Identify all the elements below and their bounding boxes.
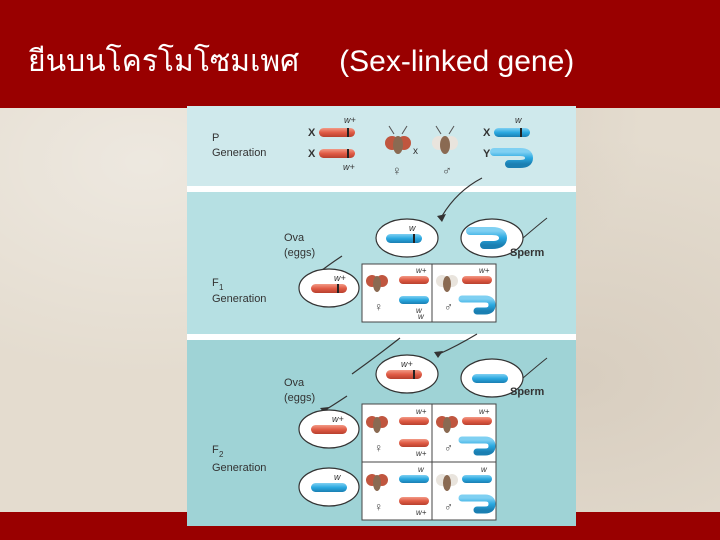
ova2-allele: w+ (401, 359, 413, 369)
f2-label: F (212, 444, 219, 456)
f2-cell-1-chromosome-1 (399, 417, 429, 425)
ova2-label: Ova (284, 377, 305, 389)
arrowhead (437, 214, 446, 222)
p-male-y-chromosome (490, 148, 534, 168)
f1-male-allele: w (418, 312, 425, 321)
p-label: P (212, 132, 219, 144)
p-x-label-2: X (308, 148, 316, 160)
sex-linked-inheritance-figure: P Generation X X w+ w+ x ♀ ♂ X Y w Ova (… (187, 106, 576, 526)
f2-cell-3-chromosome-2 (399, 497, 429, 505)
f1-male-x-chromosome (462, 276, 492, 284)
f2-cell-2-male-symbol: ♂ (444, 441, 453, 455)
p-x-label: X (308, 127, 316, 139)
f2-cell-4-x-chromosome (462, 475, 492, 483)
p-male-fly-icon (432, 125, 458, 154)
p-female-fly-icon (385, 125, 411, 154)
sperm2-chromosome (472, 374, 508, 383)
f2-cell-1-fly-icon (366, 416, 388, 433)
f1-subscript: 1 (219, 283, 224, 292)
p-male-allele: w (515, 115, 522, 125)
f2-cell-2-x-chromosome (462, 417, 492, 425)
ova2-eggs-label: (eggs) (284, 392, 315, 404)
p-x-label-3: X (483, 127, 491, 139)
f1-female-chromosome-1 (399, 276, 429, 284)
ova2-x-chromosome (386, 370, 422, 379)
f2-cell-1-chromosome-2 (399, 439, 429, 447)
f1-sperm-allele: w+ (479, 266, 490, 275)
p-male-symbol: ♂ (442, 163, 452, 178)
centromere (520, 128, 522, 137)
f1-female-allele-top: w+ (416, 266, 427, 275)
f2-cell-3-allele-bottom: w+ (416, 508, 427, 517)
ova1-label: Ova (284, 232, 305, 244)
title-thai: ยีนบนโครโมโซมเพศ (28, 44, 300, 79)
p-female-x-chromosome-1 (319, 128, 355, 137)
sperm1-label: Sperm (510, 247, 544, 259)
sperm2-tail (522, 357, 548, 379)
p-female-x-chromosome-2 (319, 149, 355, 158)
f2-generation-label: Generation (212, 462, 266, 474)
title-english: (Sex-linked gene) (339, 45, 575, 78)
f1-male-fly-icon (436, 275, 458, 292)
f1-male-symbol: ♂ (444, 300, 453, 314)
f2-cell-4-male-symbol: ♂ (444, 500, 453, 514)
ova1-x-chromosome (386, 234, 422, 243)
f1-label: F (212, 277, 219, 289)
f1-female-to-ova-arrow (351, 337, 401, 375)
inheritance-diagram: P Generation X X w+ w+ x ♀ ♂ X Y w Ova (… (187, 106, 576, 526)
f1-female-symbol: ♀ (374, 300, 383, 314)
f2-egg-2-allele: w (334, 472, 341, 482)
f2-cell-1-allele-bottom: w+ (416, 449, 427, 458)
f1-female-chromosome-2 (399, 296, 429, 304)
f2-cell-3-allele-top: w (418, 465, 425, 474)
p-cross-symbol: x (413, 146, 418, 157)
f2-egg-1-allele: w+ (332, 414, 344, 424)
title-bar: ยีนบนโครโมโซมเพศ (Sex-linked gene) (0, 0, 720, 108)
f2-egg-1-chromosome (311, 425, 347, 434)
f2-cell-1-allele-top: w+ (416, 407, 427, 416)
f2-cell-2-fly-icon (436, 416, 458, 433)
sperm1-y-chromosome (466, 227, 508, 249)
f1-egg-allele: w+ (334, 273, 346, 283)
f1-egg-x-chromosome (311, 284, 347, 293)
slide-title: ยีนบนโครโมโซมเพศ (Sex-linked gene) (28, 38, 574, 85)
f2-cell-2-y-chromosome (458, 436, 496, 456)
f2-cell-1-female-symbol: ♀ (374, 441, 383, 455)
f2-cell-4-y-chromosome (458, 494, 496, 514)
sperm1-tail (522, 217, 548, 239)
f2-cell-4-allele: w (481, 465, 488, 474)
f1-generation-label: Generation (212, 293, 266, 305)
centromere (413, 234, 415, 243)
ova1-allele: w (409, 223, 416, 233)
p-to-ova-arrow (441, 177, 483, 217)
f1-male-to-sperm-arrow (438, 333, 478, 355)
p-female-symbol: ♀ (392, 163, 402, 178)
p-allele-bottom: w+ (343, 162, 355, 172)
centromere (413, 370, 415, 379)
arrowhead (434, 351, 443, 358)
p-generation-panel (187, 106, 576, 186)
f2-subscript: 2 (219, 450, 224, 459)
f2-cell-3-fly-icon (366, 474, 388, 491)
p-y-label: Y (483, 148, 491, 160)
p-male-x-chromosome (494, 128, 530, 137)
p-allele-top: w+ (344, 115, 356, 125)
centromere (347, 149, 349, 158)
f2-cell-2-allele: w+ (479, 407, 490, 416)
f2-egg-2-chromosome (311, 483, 347, 492)
f1-punnett-square (361, 263, 497, 323)
f2-cell-3-female-symbol: ♀ (374, 500, 383, 514)
centromere (337, 284, 339, 293)
centromere (347, 128, 349, 137)
f2-cell-4-fly-icon (436, 474, 458, 491)
f1-male-y-chromosome (458, 295, 496, 315)
ova1-eggs-label: (eggs) (284, 247, 315, 259)
f1-female-fly-icon (366, 275, 388, 292)
f1-female-allele-bottom: w (416, 306, 423, 315)
f2-cell-3-chromosome-1 (399, 475, 429, 483)
p-generation-label: Generation (212, 147, 266, 159)
sperm2-label: Sperm (510, 386, 544, 398)
